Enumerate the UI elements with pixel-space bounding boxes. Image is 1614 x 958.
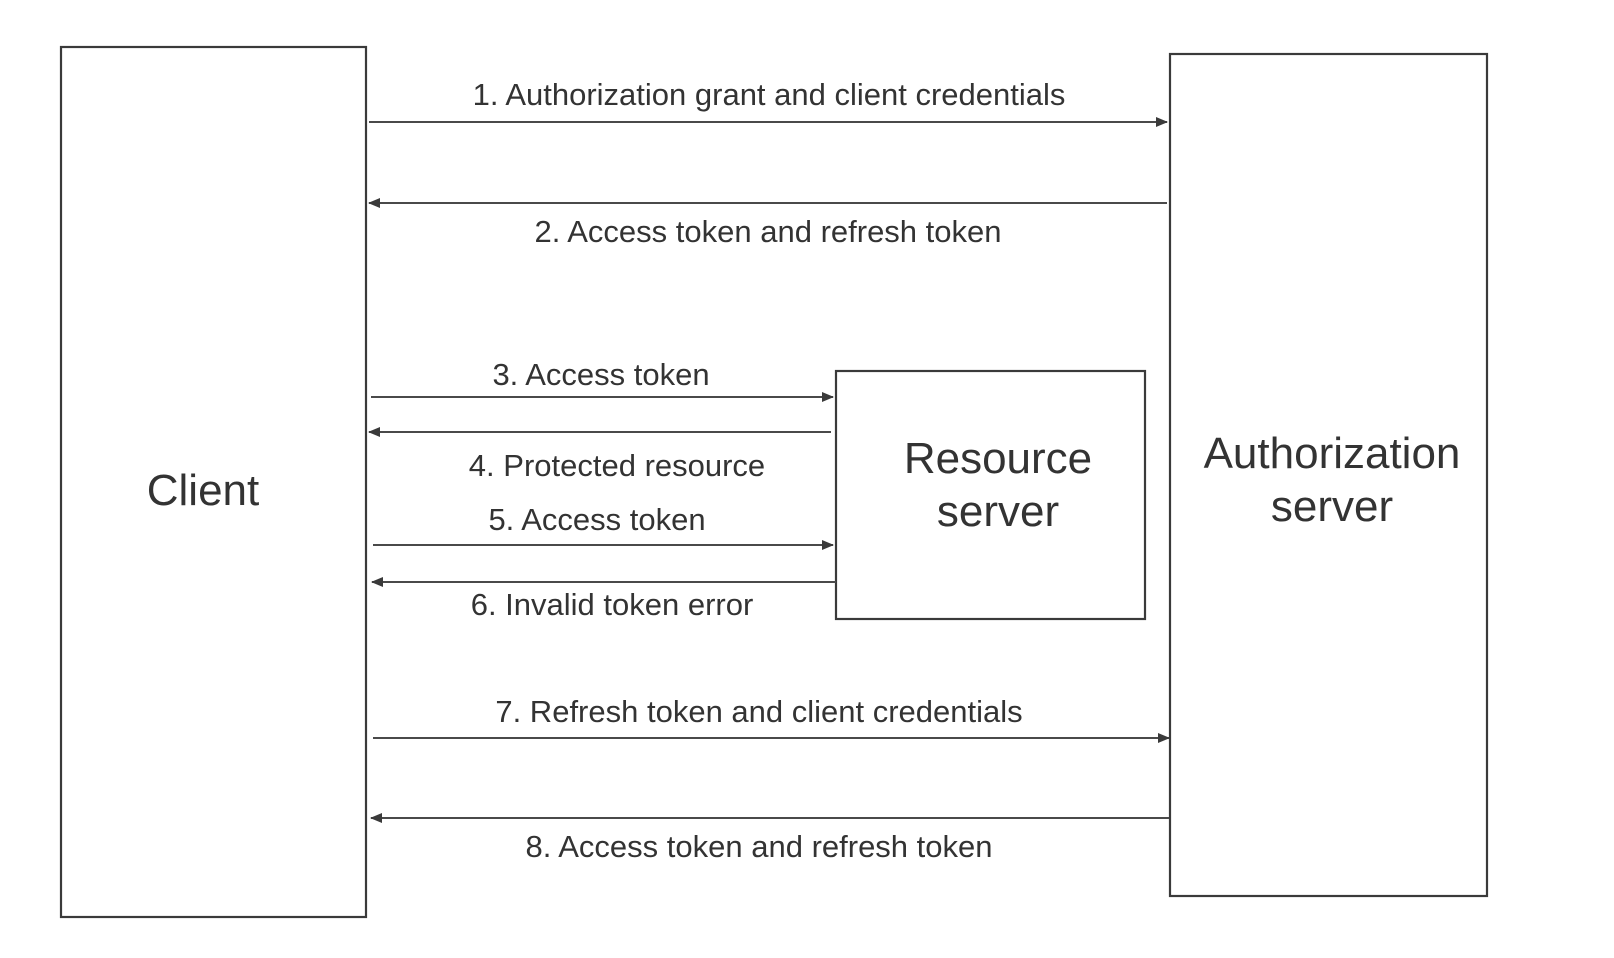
message-2-label: 2. Access token and refresh token — [535, 214, 1002, 249]
message-7-label: 7. Refresh token and client credentials — [495, 694, 1022, 729]
message-3: 3. Access token — [371, 357, 834, 402]
message-3-label: 3. Access token — [492, 357, 709, 392]
message-1: 1. Authorization grant and client creden… — [369, 77, 1168, 127]
client-label: Client — [147, 466, 260, 515]
message-2: 2. Access token and refresh token — [368, 198, 1167, 249]
authorization-server-label-line1: Authorization — [1204, 429, 1461, 478]
client-box — [59, 45, 368, 919]
message-1-label: 1. Authorization grant and client creden… — [473, 77, 1066, 112]
authorization-server-label-line2: server — [1271, 482, 1393, 531]
message-6-label: 6. Invalid token error — [471, 587, 754, 622]
resource-server-label-line2: server — [937, 487, 1059, 536]
message-8-label: 8. Access token and refresh token — [526, 829, 993, 864]
message-5-label: 5. Access token — [488, 502, 705, 537]
message-4: 4. Protected resource — [368, 427, 831, 483]
message-8: 8. Access token and refresh token — [370, 813, 1169, 864]
message-4-label: 4. Protected resource — [469, 448, 765, 483]
authorization-server-node: Authorization server — [1168, 52, 1489, 898]
message-7: 7. Refresh token and client credentials — [373, 694, 1170, 743]
resource-server-label-line1: Resource — [904, 434, 1092, 483]
resource-server-node: Resource server — [834, 369, 1147, 621]
client-node: Client — [59, 45, 368, 919]
message-5: 5. Access token — [373, 502, 834, 550]
resource-server-box — [834, 369, 1147, 621]
authorization-server-box — [1168, 52, 1489, 898]
message-6: 6. Invalid token error — [371, 577, 836, 622]
